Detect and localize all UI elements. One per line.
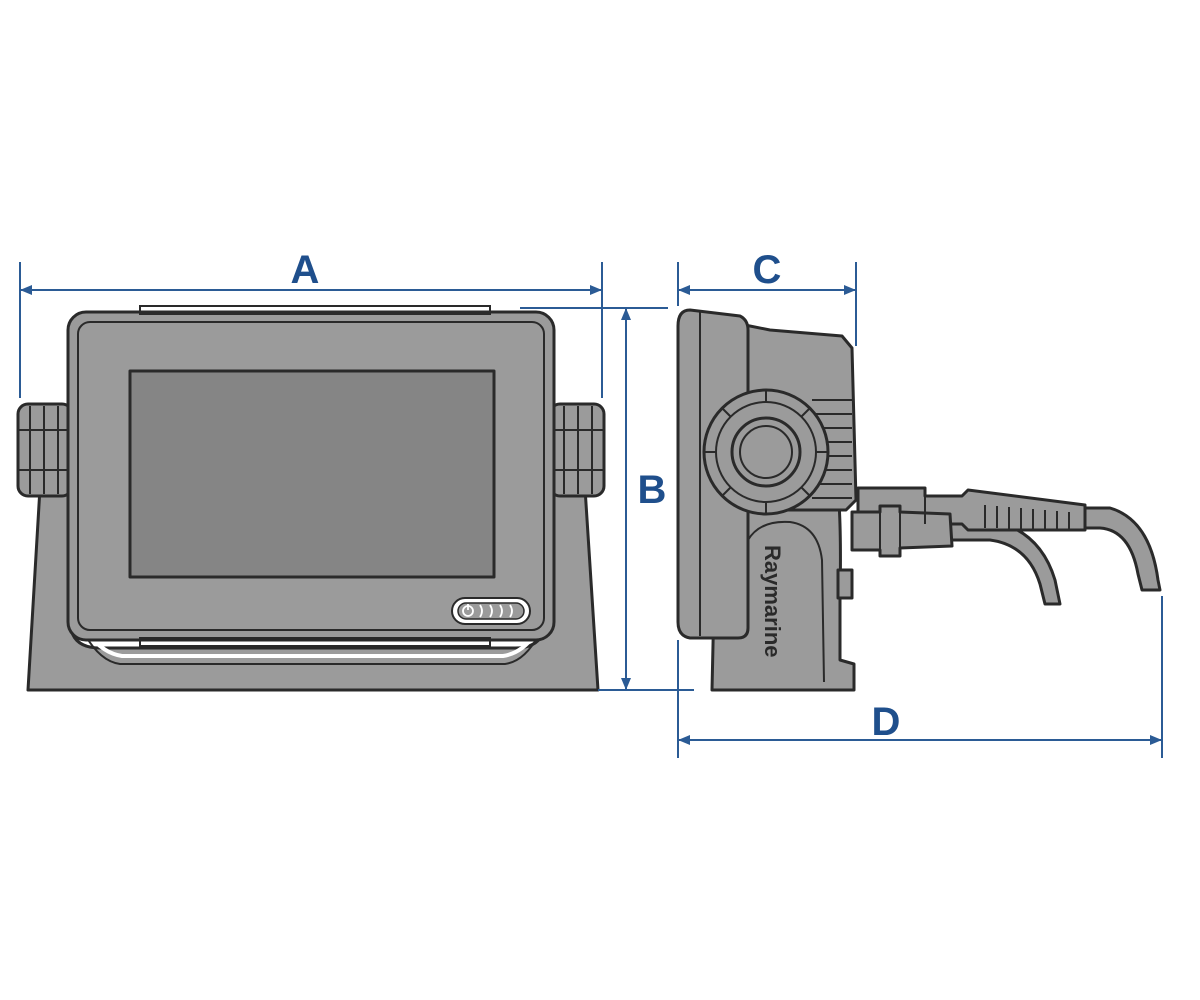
- dimension-label-c: C: [753, 248, 782, 292]
- side-rear-tab: [836, 568, 854, 600]
- left-knob: [16, 402, 74, 498]
- display-screen: [128, 369, 496, 579]
- display-bottom-ridge: [139, 637, 491, 647]
- dimension-label-d: D: [872, 700, 901, 744]
- power-icon: [462, 604, 474, 617]
- chevron-strip-icon: [479, 604, 513, 618]
- side-knob: [702, 388, 830, 516]
- touch-strip: [451, 597, 531, 625]
- dimension-a: A: [19, 248, 603, 398]
- brand-text: Raymarine: [760, 545, 785, 658]
- right-knob: [548, 402, 606, 498]
- side-view: Raymarine: [676, 308, 1162, 692]
- dimension-b: B: [520, 307, 694, 691]
- display-top-ridge: [139, 305, 491, 315]
- side-stand-groove: [747, 520, 825, 683]
- dimension-d: D: [677, 596, 1163, 758]
- dimension-label-a: A: [291, 248, 320, 292]
- side-cables: [850, 486, 1162, 606]
- display-bezel: [77, 321, 545, 631]
- dimension-label-b: B: [638, 468, 667, 512]
- dimension-c: C: [677, 248, 857, 346]
- front-view: [16, 305, 606, 692]
